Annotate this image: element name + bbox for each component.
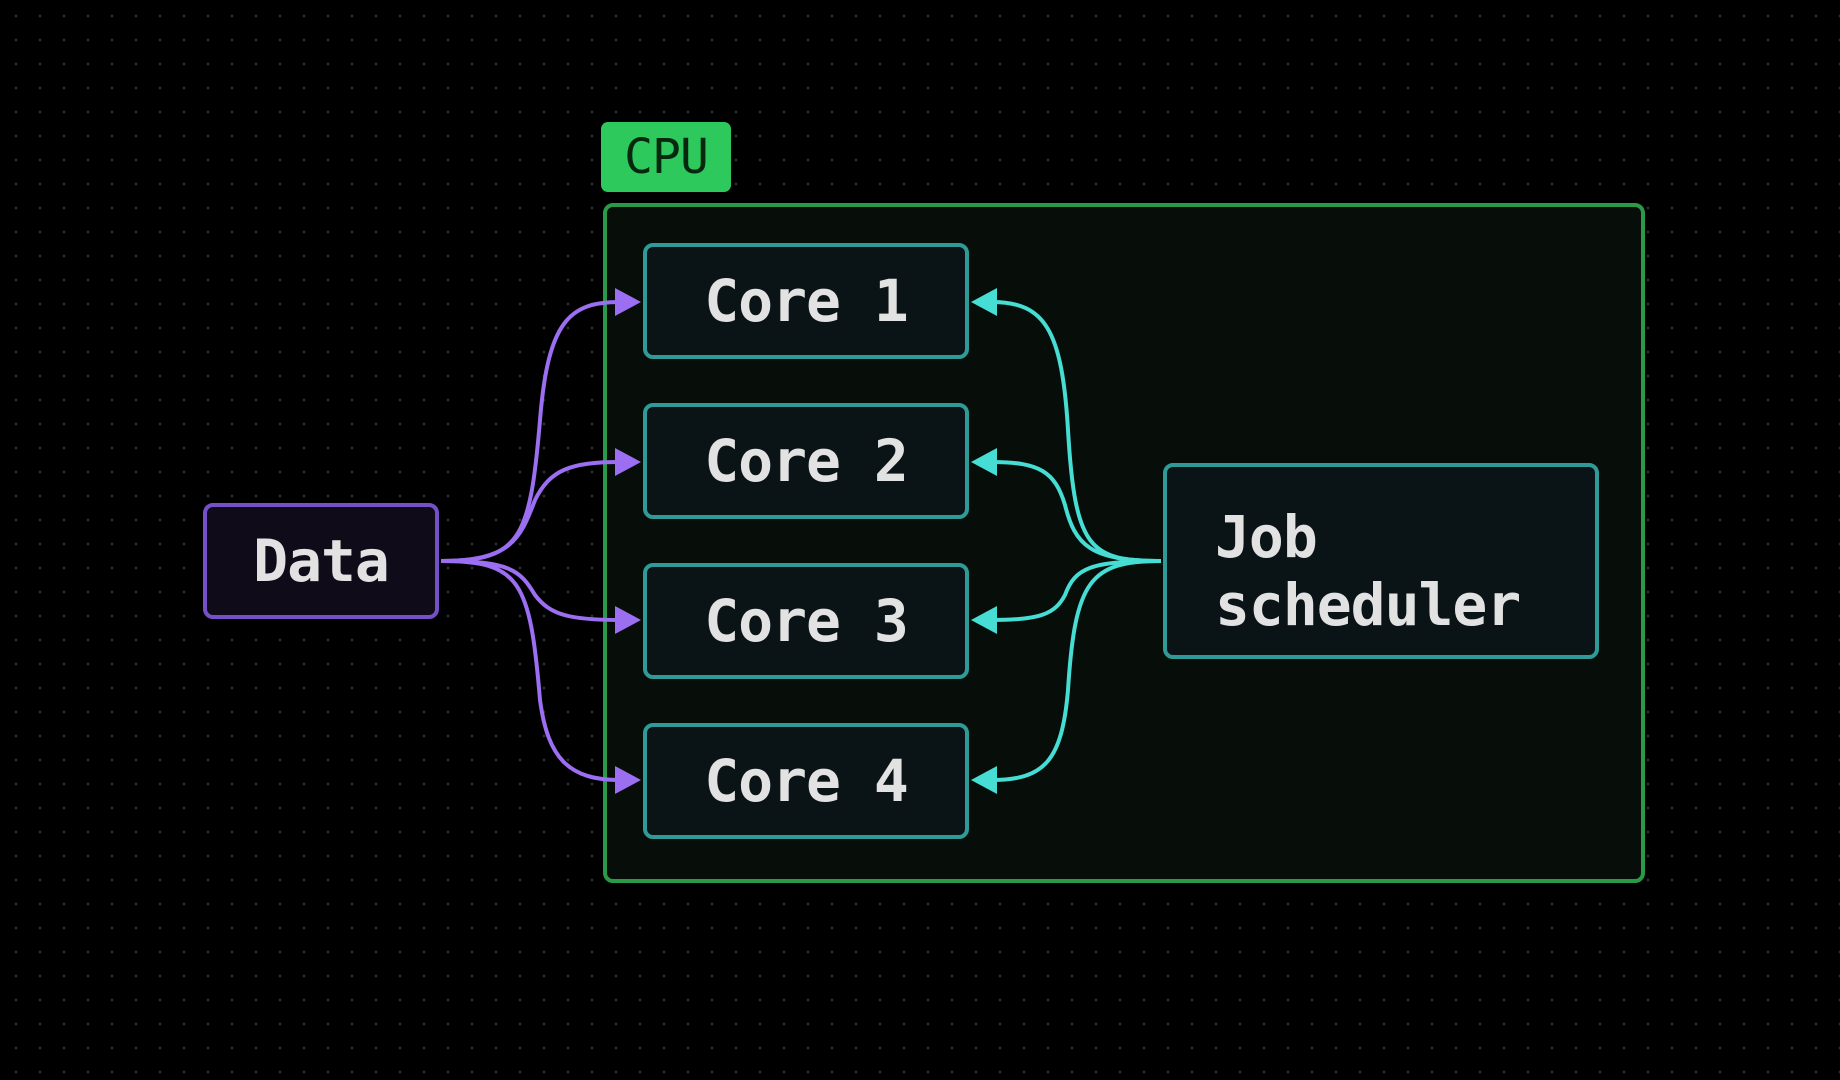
job-scheduler-node[interactable]: Job scheduler (1163, 463, 1599, 659)
cpu-group-label: CPU (601, 122, 731, 192)
edge-data-core1 (440, 300, 621, 563)
core-3-node[interactable]: Core 3 (643, 563, 969, 679)
edge-data-core3 (440, 559, 621, 622)
edge-data-core2 (440, 460, 621, 563)
core-1-node[interactable]: Core 1 (643, 243, 969, 359)
edge-data-core4 (440, 559, 621, 782)
data-node[interactable]: Data (203, 503, 439, 619)
core-4-node[interactable]: Core 4 (643, 723, 969, 839)
core-2-node[interactable]: Core 2 (643, 403, 969, 519)
